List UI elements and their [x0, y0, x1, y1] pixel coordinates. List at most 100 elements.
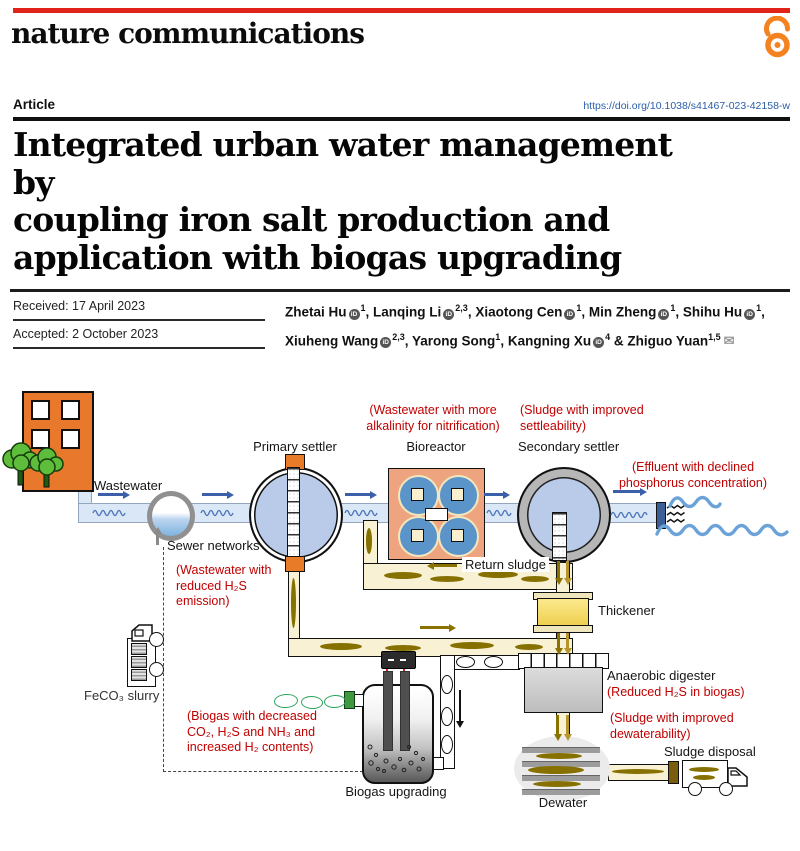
power-supply	[381, 651, 416, 669]
dosing-line-vertical	[163, 547, 164, 772]
pipe-end-cap	[668, 761, 679, 784]
truck-wheel	[719, 782, 733, 796]
thickener	[537, 598, 589, 627]
primary-settler-label: Primary settler	[253, 439, 337, 454]
sludge-blob	[384, 572, 422, 579]
flow-arrow-right	[484, 493, 504, 496]
journal-logo: nature communications	[11, 17, 365, 50]
water-wave-mark	[344, 509, 378, 517]
press-bar	[522, 747, 600, 753]
orcid-icon[interactable]: iD	[380, 337, 392, 348]
orcid-icon[interactable]: iD	[658, 308, 670, 320]
sewer-pointer-arrow	[156, 533, 159, 545]
doi-link[interactable]: https://doi.org/10.1038/s41467-023-42158…	[583, 100, 790, 112]
inlet-neck	[352, 694, 363, 707]
sludge-blob	[450, 642, 494, 649]
flow-arrow-right	[613, 490, 641, 493]
electrode-wire	[403, 667, 405, 673]
sludge-disposal-label: Sludge disposal	[664, 744, 756, 759]
gas-bubble	[484, 656, 503, 668]
diffuser	[451, 488, 464, 501]
window	[31, 429, 50, 449]
email-icon[interactable]: ✉	[723, 333, 735, 348]
effluent-note: (Effluent with declined phosphorus conce…	[618, 460, 767, 490]
biogas-contents-note: (Biogas with decreased CO₂, H₂S and NH₃ …	[187, 709, 317, 754]
orcid-icon[interactable]: iD	[593, 337, 605, 348]
sludge-down-arrow	[566, 561, 569, 579]
sludge-blob	[528, 766, 584, 774]
return-sludge-arrow	[433, 564, 457, 567]
settler-column	[287, 467, 300, 558]
press-bar	[522, 775, 600, 781]
window	[61, 400, 80, 420]
primary-sludge-channel	[288, 638, 573, 657]
upgraded-gas-bubble	[273, 693, 299, 709]
river-wave	[668, 495, 722, 509]
flow-arrow-right	[202, 493, 228, 496]
cargo-cell	[131, 669, 147, 681]
truck-wheel	[149, 662, 164, 677]
article-type-label: Article	[13, 97, 56, 112]
water-wave-mark	[486, 509, 512, 517]
window	[61, 429, 80, 449]
digester-label: Anaerobic digester	[607, 668, 716, 683]
journal-brand-bar	[13, 8, 790, 13]
electrode-wire	[386, 667, 388, 673]
dosing-line-horizontal	[163, 771, 363, 772]
diffuser	[411, 529, 424, 542]
alkalinity-note: (Wastewater with more alkalinity for nit…	[366, 403, 500, 433]
wastewater-label: Wastewater	[94, 478, 163, 493]
sludge-down-arrow	[556, 715, 559, 735]
diffuser	[411, 488, 424, 501]
sludge-blob	[689, 767, 719, 772]
water-wave-mark	[200, 509, 234, 517]
cargo-cell	[131, 643, 147, 655]
sewer-label: Sewer networks	[167, 538, 260, 553]
mixer-hub	[425, 508, 448, 521]
sludge-blob	[515, 644, 543, 650]
window	[31, 400, 50, 420]
sludge-flow-arrow	[420, 626, 450, 629]
gas-inlet-nozzle	[344, 691, 355, 709]
cargo-cell	[131, 656, 147, 668]
open-access-icon[interactable]	[760, 16, 794, 60]
sludge-blob	[693, 775, 715, 780]
thickener-label: Thickener	[598, 603, 656, 618]
orcid-icon[interactable]: iD	[443, 308, 455, 320]
gas-bubble	[441, 735, 453, 754]
disposal-truck-cab	[727, 767, 748, 787]
sludge-blob	[533, 781, 581, 787]
diffuser	[451, 529, 464, 542]
sludge-blob	[478, 571, 518, 578]
electrode	[400, 671, 410, 751]
h2s-emission-note: (Wastewater with reduced H₂S emission)	[176, 563, 272, 608]
sludge-blob	[366, 528, 372, 554]
figure-diagram: Sewer networks Wastewater (Wastewater wi…	[0, 375, 800, 851]
dewaterability-note: (Sludge with improved dewaterability)	[610, 711, 734, 741]
terminal-mark	[400, 659, 406, 661]
settler-column	[552, 512, 567, 561]
sewer-network-node	[147, 491, 195, 541]
dewater-label: Dewater	[538, 795, 588, 810]
date-rule	[13, 319, 265, 321]
accepted-date: Accepted: 2 October 2023	[13, 327, 159, 341]
sludge-down-arrow	[566, 715, 569, 735]
electrolysis-bubbles	[367, 744, 425, 773]
feco3-label: FeCO₃ slurry	[84, 688, 160, 703]
sludge-down-arrow	[557, 633, 560, 649]
biogas-upgrading-vessel	[362, 684, 434, 784]
header-rule	[13, 117, 790, 121]
water-wave-mark	[92, 509, 126, 517]
orcid-icon[interactable]: iD	[744, 308, 756, 320]
upgraded-gas-bubble	[300, 695, 324, 710]
gas-flow-arrow	[459, 690, 461, 722]
sludge-down-arrow	[557, 561, 560, 579]
return-sludge-label: Return sludge	[462, 557, 549, 572]
orcid-icon[interactable]: iD	[348, 308, 360, 320]
biogas-upgrading-label: Biogas upgrading	[345, 784, 447, 799]
electrode	[383, 671, 393, 751]
orcid-icon[interactable]: iD	[564, 308, 576, 320]
